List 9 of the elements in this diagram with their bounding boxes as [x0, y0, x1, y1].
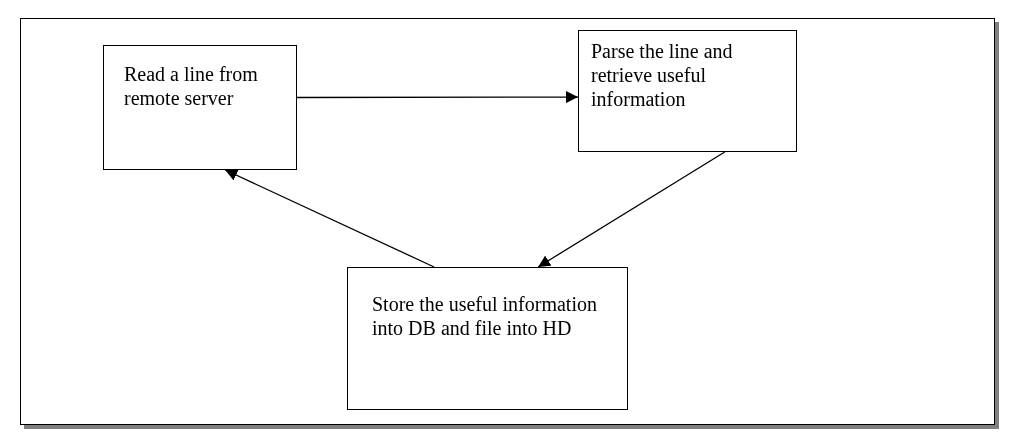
box-text: Store the useful information into DB and file into HD [372, 292, 598, 340]
box-text: Parse the line and retrieve useful information [591, 39, 734, 111]
process-box [578, 30, 797, 152]
arrow [224, 169, 435, 268]
process-box [347, 267, 628, 410]
box-text: Read a line from remote server [124, 62, 259, 110]
arrow [537, 151, 726, 268]
arrow [296, 91, 579, 104]
process-box [103, 45, 297, 170]
